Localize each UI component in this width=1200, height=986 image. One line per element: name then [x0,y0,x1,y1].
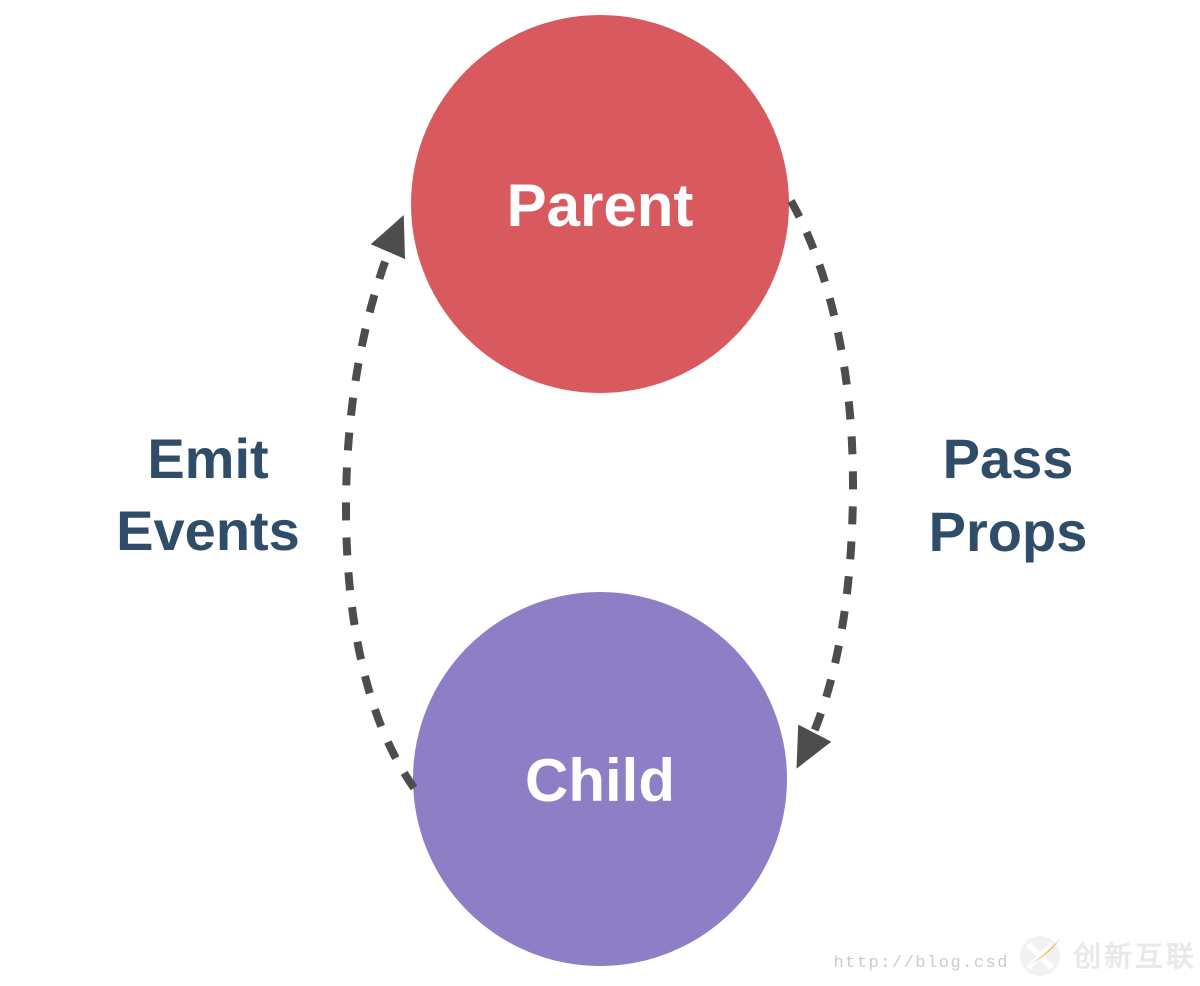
brand-name: 创新互联 [1072,941,1197,972]
pass-props-label-line2: Props [929,500,1088,563]
pass-props-arrow [787,199,858,769]
emit-events-label: Emit Events [116,427,300,562]
emit-events-label-line2: Events [116,499,300,562]
child-node-label: Child [525,747,675,814]
parent-node-circle [411,15,789,393]
pass-props-label-line1: Pass [943,427,1074,490]
child-node-circle [413,592,787,966]
pass-props-label: Pass Props [929,427,1088,563]
parent-node-label: Parent [507,172,694,239]
watermark-url-text: http://blog.csd [833,953,1009,973]
watermark: http://blog.csd 创新互联 [833,932,1197,978]
brand-logo-icon [1019,936,1060,976]
emit-events-arrow [341,214,418,791]
emit-events-label-line1: Emit [147,427,268,490]
